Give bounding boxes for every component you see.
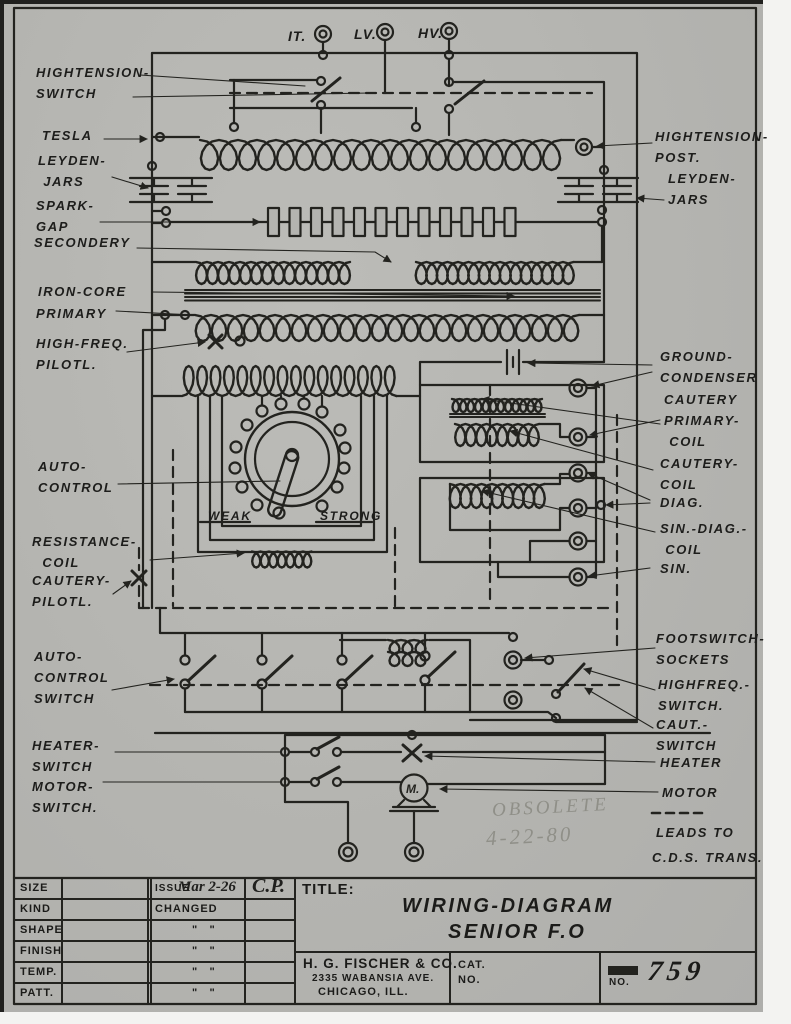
label-leyden-jars-right: LEYDEN- JARS — [668, 171, 737, 207]
label-auto-control-switch: AUTO- CONTROL SWITCH — [34, 649, 110, 706]
issue-date-handwritten: Mar 2-26 — [178, 879, 236, 895]
label-hightension-post: HIGHTENSION- POST. — [655, 129, 769, 165]
handwriting-obsolete-date: 4-22-80 — [485, 821, 575, 851]
primary-coil — [141, 309, 606, 610]
issue-initials: C.P. — [252, 875, 285, 897]
iron-core — [184, 289, 601, 302]
changed-label: CHANGED — [155, 903, 218, 915]
cautery-pilot-lamp — [130, 569, 148, 587]
secondary-coil — [150, 260, 604, 286]
row-patt: PATT. — [20, 987, 54, 999]
label-weak: WEAK — [208, 509, 252, 523]
label-cds-trans: C.D.S. TRANS. — [652, 850, 764, 865]
company-name: H. G. FISCHER & CO. — [303, 956, 458, 971]
label-ground-condenser: GROUND- CONDENSER — [660, 349, 758, 385]
label-secondery: SECONDERY — [34, 235, 131, 250]
auto-control — [150, 364, 422, 554]
cautery-primary-coil — [450, 397, 544, 414]
ditto-2: " " — [192, 945, 215, 957]
highfreq-pilot-lamp — [207, 333, 224, 350]
label-primary: PRIMARY — [36, 306, 107, 321]
terminal-label-lv: LV. — [354, 26, 377, 42]
label-leads-to: LEADS TO — [656, 825, 735, 840]
label-leyden-jars-left: LEYDEN- JARS — [38, 153, 107, 189]
leader-lines — [99, 74, 665, 794]
title-line2: SENIOR F.O — [448, 921, 587, 943]
label-resistance-coil: RESISTANCE- COIL — [32, 534, 137, 570]
terminal-label-it: IT. — [288, 28, 307, 44]
leyden-jars-left — [128, 160, 214, 229]
redaction-mark — [608, 966, 638, 975]
label-sin: SIN. — [660, 561, 692, 576]
motor-m-label: M. — [406, 782, 419, 796]
company-city: CHICAGO, ILL. — [318, 986, 409, 998]
cat-no-label: CAT. NO. — [458, 959, 486, 986]
choke-coil — [386, 638, 429, 656]
row-temp: TEMP. — [20, 966, 58, 978]
spark-gap — [168, 204, 608, 264]
label-strong: STRONG — [320, 509, 383, 523]
label-heater-switch: HEATER- SWITCH — [32, 738, 101, 774]
label-diag: DIAG. — [660, 495, 705, 510]
ditto-1: " " — [192, 924, 215, 936]
label-footswitch-sockets: FOOTSWITCH- SOCKETS — [656, 631, 766, 667]
heater-motor-circuit: M. — [279, 729, 607, 863]
auto-control-dial — [243, 410, 341, 508]
row-size: SIZE — [20, 882, 49, 894]
motor-symbol — [399, 773, 429, 803]
ditto-4: " " — [192, 987, 215, 999]
issue-label: ISSUE — [155, 883, 191, 894]
titleblock-lines — [12, 876, 758, 1005]
no-label: NO. — [609, 977, 630, 988]
tesla-coil — [150, 78, 606, 172]
title-label: TITLE: — [302, 881, 355, 898]
label-motor-switch: MOTOR- SWITCH. — [32, 779, 99, 815]
leyden-jars-right — [556, 164, 640, 204]
label-caut-switch: CAUT.- SWITCH — [656, 717, 717, 753]
label-spark-gap: SPARK- GAP — [36, 198, 95, 234]
label-high-freq-pilotl: HIGH-FREQ. PILOTL. — [36, 336, 129, 372]
label-cautery-coil: CAUTERY- COIL — [660, 456, 739, 492]
dial-handle — [267, 449, 300, 518]
hightension-switch — [228, 75, 606, 364]
title-line1: WIRING-DIAGRAM — [402, 895, 614, 917]
label-cautery-pilotl: CAUTERY- PILOTL. — [32, 573, 111, 609]
cautery-section — [418, 378, 607, 587]
cautery-coil — [453, 422, 541, 448]
label-highfreq-switch: HIGHFREQ.- SWITCH. — [658, 677, 751, 713]
ditto-3: " " — [192, 966, 215, 978]
company-addr: 2335 WABANSIA AVE. — [312, 973, 435, 984]
sin-diag-coil — [448, 482, 546, 510]
ground-condenser — [418, 348, 606, 387]
label-sin-diag-coil: SIN.-DIAG.- COIL — [660, 521, 748, 557]
footswitch-sockets — [153, 631, 712, 735]
resistance-coil — [130, 383, 619, 647]
row-kind: KIND — [20, 903, 51, 915]
row-shape: SHAPE — [20, 924, 63, 936]
label-cautery-primary-coil: CAUTERY PRIMARY- COIL — [664, 392, 740, 449]
label-hightension-switch: HIGHTENSION- SWITCH — [36, 65, 150, 101]
label-auto-control: AUTO- CONTROL — [38, 459, 114, 495]
drawing-border — [12, 6, 758, 1006]
label-motor: MOTOR — [662, 785, 719, 800]
row-finish: FINISH — [20, 945, 63, 957]
label-heater: HEATER — [660, 755, 723, 770]
label-tesla: TESLA — [42, 128, 93, 143]
terminal-label-hv: HV. — [418, 25, 444, 41]
terminal-posts-top — [313, 21, 459, 95]
drawing-number: 759 — [645, 956, 708, 987]
label-iron-core: IRON-CORE — [38, 284, 127, 299]
heater-element — [401, 743, 423, 763]
switch-bank — [148, 606, 622, 714]
